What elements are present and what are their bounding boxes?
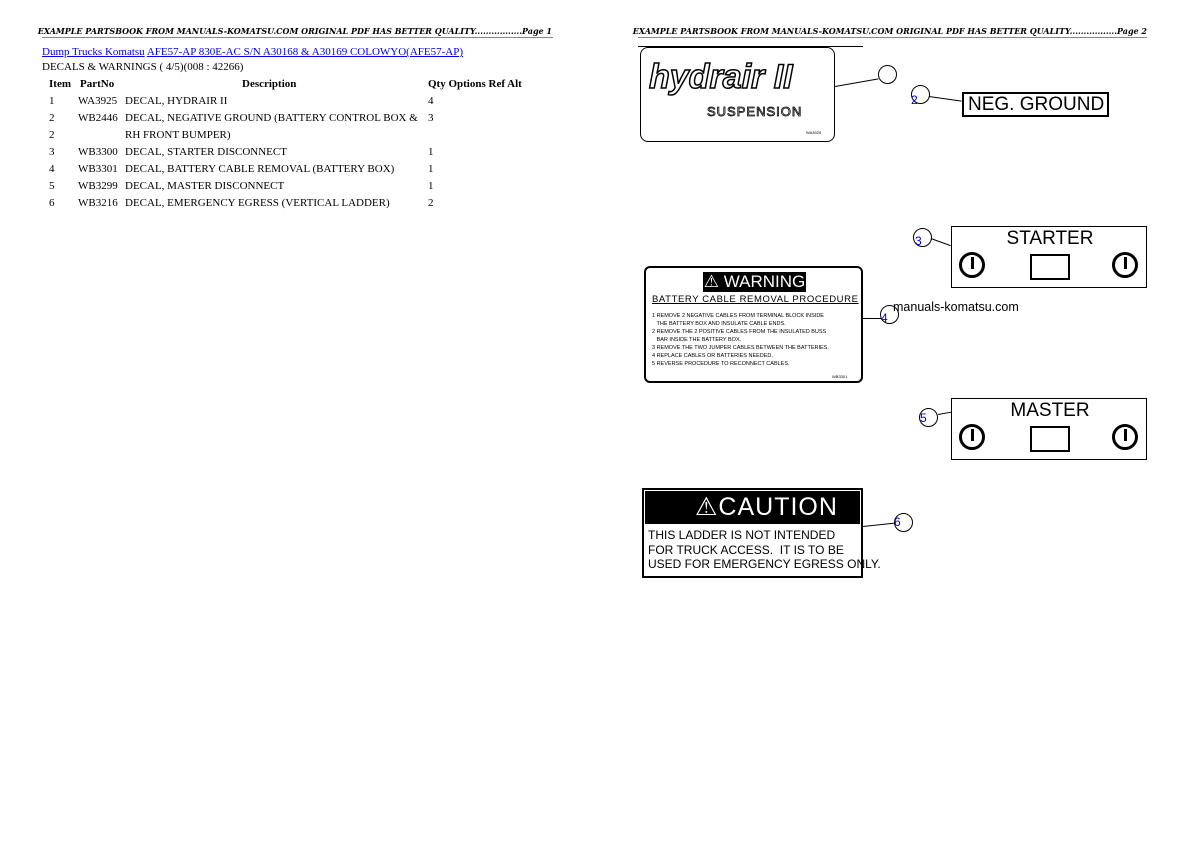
row-item: 1 xyxy=(49,95,55,107)
col-qty-options-ref-alt: Qty Options Ref Alt xyxy=(428,78,522,90)
row-description: DECAL, MASTER DISCONNECT xyxy=(125,180,285,192)
callout-4-label[interactable]: 4 xyxy=(881,311,888,325)
callout-1 xyxy=(878,65,897,84)
decal-line: THIS LADDER IS NOT INTENDED xyxy=(648,528,836,542)
warning-title-text: WARNING xyxy=(723,272,806,291)
connector-icon xyxy=(959,424,985,450)
starter-label: STARTER xyxy=(1006,228,1094,249)
row-partno: WB3299 xyxy=(78,180,118,192)
battery-icon xyxy=(1030,254,1070,280)
warning-title: ⚠ WARNING xyxy=(703,272,806,292)
master-label: MASTER xyxy=(1010,400,1090,421)
row-item: 4 xyxy=(49,163,55,175)
decal-line: BAR INSIDE THE BATTERY BOX. xyxy=(652,337,742,343)
decal-line: 2 REMOVE THE 2 POSITIVE CABLES FROM THE … xyxy=(652,329,827,335)
warning-body: 1 REMOVE 2 NEGATIVE CABLES FROM TERMINAL… xyxy=(652,312,829,368)
callout-2 xyxy=(911,85,930,104)
row-partno: WB3301 xyxy=(78,163,118,175)
breadcrumb: Dump Trucks Komatsu AFE57-AP 830E-AC S/N… xyxy=(42,46,463,58)
callout-3-label[interactable]: 3 xyxy=(915,234,922,248)
decal-line: USED FOR EMERGENCY EGRESS ONLY. xyxy=(648,557,881,571)
decal-neg-ground: NEG. GROUND xyxy=(962,92,1109,117)
row-description: DECAL, EMERGENCY EGRESS (VERTICAL LADDER… xyxy=(125,197,390,209)
decal-warning: ⚠ WARNING BATTERY CABLE REMOVAL PROCEDUR… xyxy=(644,266,863,383)
row-qty: 1 xyxy=(428,163,434,175)
connector-icon xyxy=(1112,424,1138,450)
row-qty: 4 xyxy=(428,95,434,107)
hydrair-code: WA3925 xyxy=(806,130,822,135)
leader-line xyxy=(930,238,951,247)
battery-icon xyxy=(1030,426,1070,452)
decal-line: FOR TRUCK ACCESS. IT IS TO BE xyxy=(648,542,844,557)
model-link[interactable]: AFE57-AP 830E-AC S/N A30168 & A30169 COL… xyxy=(146,46,463,58)
header-divider xyxy=(638,37,1147,38)
row-item: 2 xyxy=(49,112,55,124)
col-description: Description xyxy=(242,78,297,90)
decal-starter: STARTER xyxy=(951,226,1147,288)
col-partno: PartNo xyxy=(80,78,115,90)
row-item: 3 xyxy=(49,146,55,158)
watermark: manuals-komatsu.com xyxy=(893,300,1019,314)
row-qty: 1 xyxy=(428,146,434,158)
row-description: DECAL, NEGATIVE GROUND (BATTERY CONTROL … xyxy=(125,112,418,124)
row-qty: 1 xyxy=(428,180,434,192)
decal-line: THE BATTERY BOX AND INSULATE CABLE ENDS. xyxy=(652,321,786,327)
callout-6 xyxy=(894,513,913,532)
caution-title-text: CAUTION xyxy=(718,493,838,521)
leader-line xyxy=(863,318,881,319)
header-divider xyxy=(42,37,553,38)
callout-2-label[interactable]: 2 xyxy=(911,93,918,107)
rule xyxy=(638,46,863,47)
callout-5-label[interactable]: 5 xyxy=(920,411,927,425)
callout-5 xyxy=(919,408,938,427)
row-description: DECAL, HYDRAIR II xyxy=(125,95,228,107)
decal-line: 4 REPLACE CABLES OR BATTERIES NEEDED. xyxy=(652,353,773,359)
hydrair-sub: SUSPENSION xyxy=(707,104,803,120)
connector-icon xyxy=(959,252,985,278)
row-item: 5 xyxy=(49,180,55,192)
decal-line: 5 REVERSE PROCEDURE TO RECONNECT CABLES. xyxy=(652,361,790,367)
warning-code: WB3301 xyxy=(832,374,848,379)
callout-3 xyxy=(913,228,932,247)
leader-line xyxy=(938,411,952,415)
row-description: RH FRONT BUMPER) xyxy=(125,129,231,141)
decal-line: 3 REMOVE THE TWO JUMPER CABLES BETWEEN T… xyxy=(652,345,829,351)
page2-header: EXAMPLE PARTSBOOK FROM MANUALS-KOMATSU.C… xyxy=(632,26,1147,36)
category-link[interactable]: Dump Trucks Komatsu xyxy=(42,46,145,58)
row-partno: WA3925 xyxy=(78,95,118,107)
row-partno: WB2446 xyxy=(78,112,118,124)
caution-title: ⚠CAUTION xyxy=(645,491,860,524)
callout-6-label[interactable]: 6 xyxy=(894,515,901,529)
page1-header: EXAMPLE PARTSBOOK FROM MANUALS-KOMATSU.C… xyxy=(37,26,552,36)
row-partno: WB3300 xyxy=(78,146,118,158)
decal-master: MASTER xyxy=(951,398,1147,460)
leader-line xyxy=(928,96,962,102)
row-qty: 3 xyxy=(428,112,434,124)
row-item: 6 xyxy=(49,197,55,209)
col-item: Item xyxy=(49,78,71,90)
section-subtitle: DECALS & WARNINGS ( 4/5)(008 : 42266) xyxy=(42,61,244,73)
row-description: DECAL, BATTERY CABLE REMOVAL (BATTERY BO… xyxy=(125,163,395,175)
decal-line: 1 REMOVE 2 NEGATIVE CABLES FROM TERMINAL… xyxy=(652,313,824,319)
warning-heading: BATTERY CABLE REMOVAL PROCEDURE xyxy=(652,294,859,305)
decal-hydrair: hydrair II SUSPENSION WA3925 xyxy=(640,47,835,142)
row-description: DECAL, STARTER DISCONNECT xyxy=(125,146,287,158)
callout-4 xyxy=(880,305,899,324)
row-partno: WB3216 xyxy=(78,197,118,209)
connector-icon xyxy=(1112,252,1138,278)
hydrair-logo: hydrair II xyxy=(648,57,793,97)
leader-line xyxy=(835,78,879,87)
row-item: 2 xyxy=(49,129,55,141)
leader-line xyxy=(863,522,895,527)
row-qty: 2 xyxy=(428,197,434,209)
